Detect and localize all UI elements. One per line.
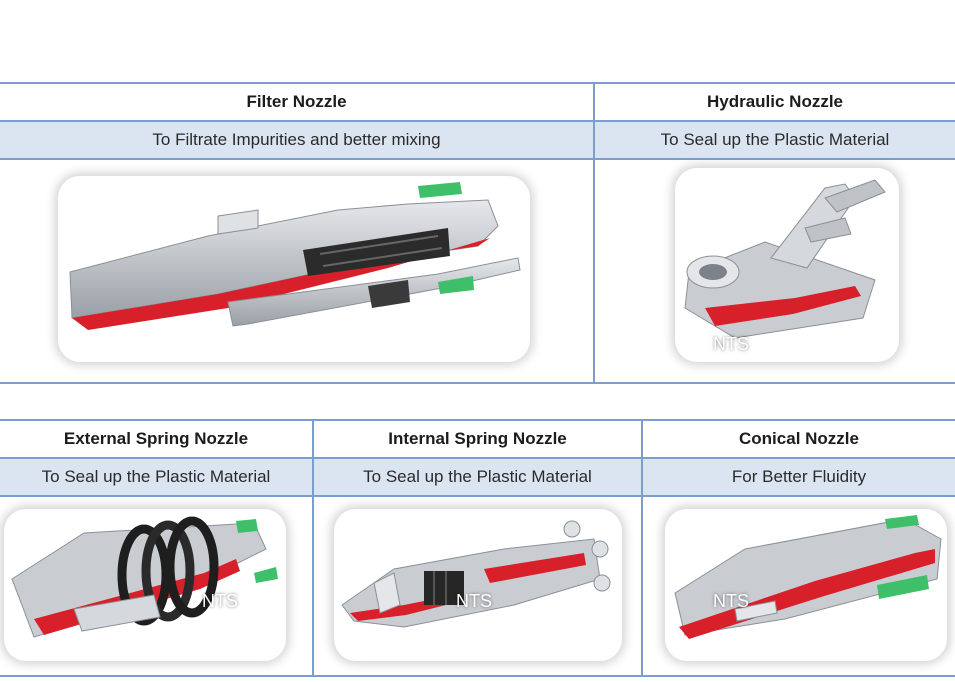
watermark-text: NTS	[713, 334, 749, 354]
hydraulic-nozzle-illustration: NTS	[675, 168, 899, 362]
external-spring-nozzle-title: External Spring Nozzle	[0, 419, 314, 459]
filter-nozzle-title: Filter Nozzle	[0, 82, 595, 122]
hydraulic-nozzle-title: Hydraulic Nozzle	[593, 82, 955, 122]
external-spring-nozzle-icon	[11, 516, 278, 638]
internal-spring-nozzle-description: To Seal up the Plastic Material	[312, 457, 643, 497]
watermark-text: NTS	[713, 591, 749, 611]
filter-nozzle-description: To Filtrate Impurities and better mixing	[0, 120, 595, 160]
hydraulic-nozzle-image-cell: NTS	[593, 158, 955, 384]
conical-nozzle-illustration: NTS	[665, 509, 947, 661]
bottom-nozzle-table: External Spring Nozzle Internal Spring N…	[0, 419, 955, 677]
external-spring-nozzle-description: To Seal up the Plastic Material	[0, 457, 314, 497]
conical-nozzle-description: For Better Fluidity	[641, 457, 955, 497]
filter-nozzle-icon	[69, 182, 521, 330]
external-spring-nozzle-illustration: NTS	[4, 509, 286, 661]
hydraulic-nozzle-description: To Seal up the Plastic Material	[593, 120, 955, 160]
conical-nozzle-image-cell: NTS	[641, 495, 955, 677]
top-nozzle-table: Filter Nozzle Hydraulic Nozzle To Filtra…	[0, 82, 955, 384]
internal-spring-nozzle-title: Internal Spring Nozzle	[312, 419, 643, 459]
conical-nozzle-title: Conical Nozzle	[641, 419, 955, 459]
internal-spring-nozzle-icon	[341, 520, 611, 628]
watermark-text: NTS	[456, 591, 492, 611]
watermark-text: NTS	[202, 591, 238, 611]
hydraulic-nozzle-icon	[684, 179, 886, 339]
conical-nozzle-icon	[674, 515, 942, 639]
external-spring-nozzle-image-cell: NTS	[0, 495, 314, 677]
filter-nozzle-image-cell	[0, 158, 595, 384]
internal-spring-nozzle-illustration: NTS	[334, 509, 622, 661]
internal-spring-nozzle-image-cell: NTS	[312, 495, 643, 677]
filter-nozzle-illustration	[58, 176, 530, 362]
